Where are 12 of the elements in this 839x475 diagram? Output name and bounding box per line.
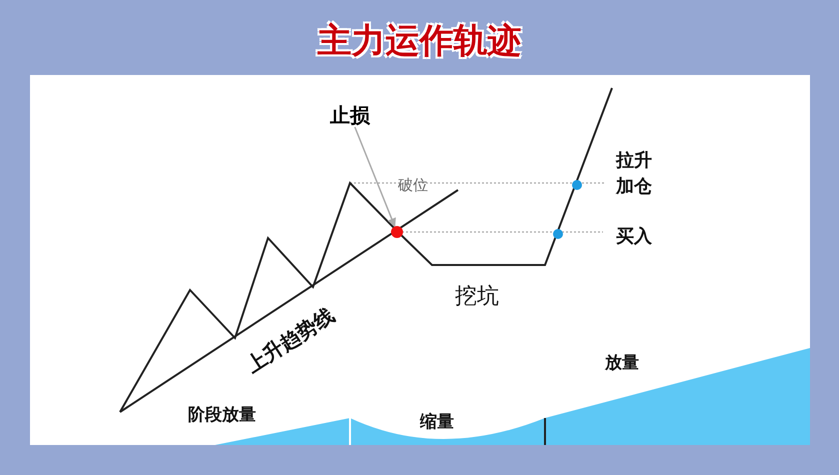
breakout-label: 破位 bbox=[398, 178, 428, 193]
add-position-label: 加仓 bbox=[616, 178, 652, 196]
shrinking-volume-label: 缩量 bbox=[420, 414, 454, 431]
stage-volume-label: 阶段放量 bbox=[188, 407, 256, 424]
dig-pit-label: 挖坑 bbox=[455, 286, 499, 308]
title: 主力运作轨迹 bbox=[316, 20, 522, 63]
stop-loss-label: 止损 bbox=[325, 103, 375, 127]
leader-arrow bbox=[354, 126, 396, 228]
buy-label: 买入 bbox=[616, 228, 652, 246]
volume-increase-label: 放量 bbox=[605, 355, 639, 372]
uptrend-line-label: 上升趋势线 bbox=[242, 304, 338, 376]
rally-label: 拉升 bbox=[616, 152, 652, 170]
